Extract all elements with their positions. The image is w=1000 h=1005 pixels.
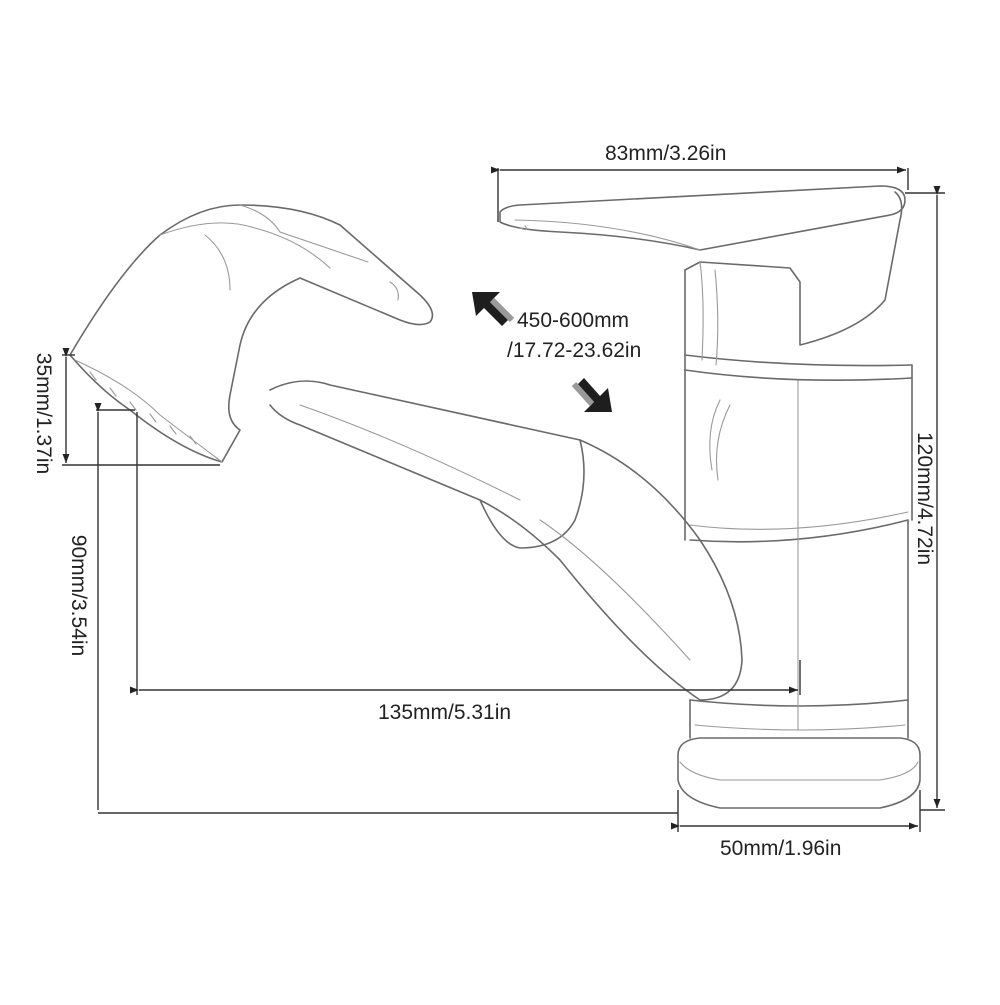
pull-out-arrows — [472, 292, 612, 412]
base-diameter-label: 50mm/1.96in — [720, 837, 842, 860]
spray-head-label: 35mm/1.37in — [32, 352, 56, 475]
pull-out-label-in: /17.72-23.62in — [507, 339, 642, 362]
pull-out-label-mm: 450-600mm — [517, 309, 630, 332]
spout-height-label: 90mm/3.54in — [67, 534, 91, 657]
reach-label: 135mm/5.31in — [378, 701, 512, 724]
arrow-up-left-icon — [472, 292, 515, 326]
handle-length-label: 83mm/3.26in — [605, 142, 727, 165]
arrow-down-right-icon — [571, 378, 612, 412]
faucet-body — [69, 185, 921, 809]
total-height-label: 120mm/4.72in — [913, 431, 937, 566]
dimension-lines — [62, 166, 945, 832]
